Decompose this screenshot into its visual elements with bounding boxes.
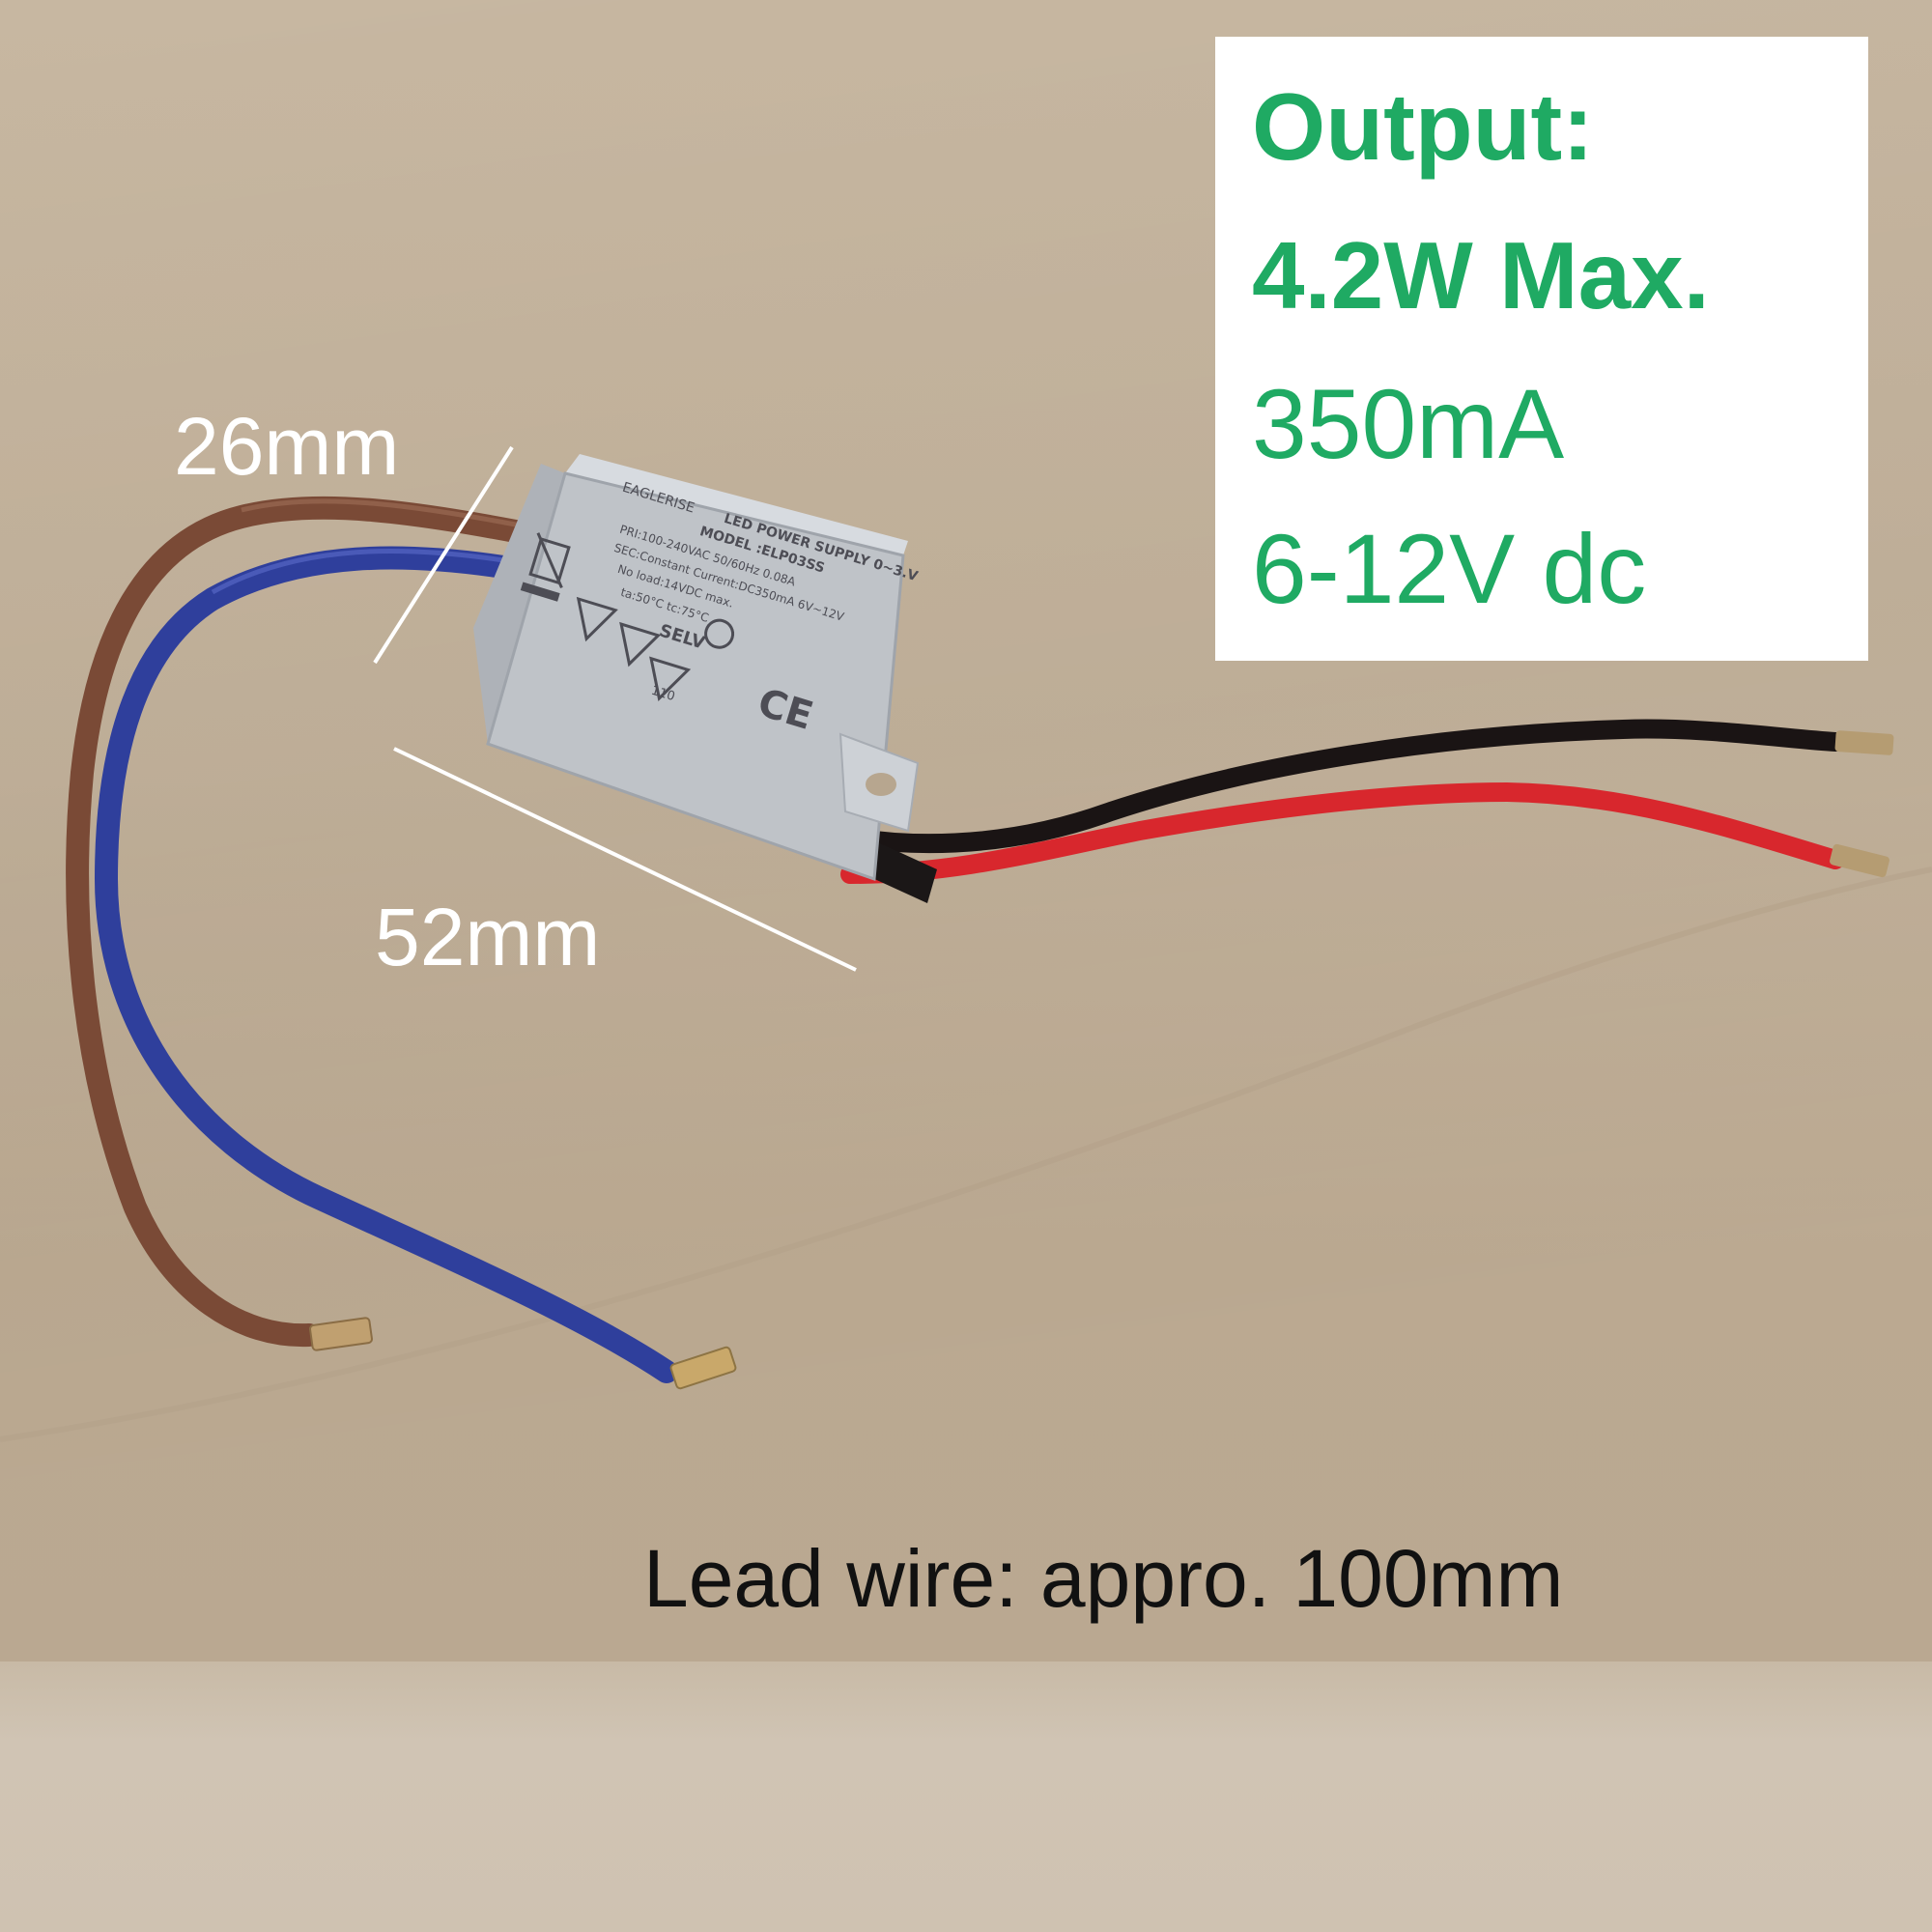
width-dimension-label: 26mm [174,401,400,492]
red-wire-tip [1830,843,1889,878]
red-wire [840,781,1845,884]
brown-wire [66,496,553,1348]
driver-casing: EAGLERISE LED POWER SUPPLY 0~3.V MODEL :… [473,454,920,882]
spec-panel: Output: 4.2W Max. 350mA 6-12V dc [1215,37,1868,661]
blue-wire-tip [669,1346,737,1390]
spec-voltage: 6-12V dc [1252,514,1647,624]
length-dimension-line [393,747,857,972]
blue-wire [94,546,678,1383]
cardboard-crease [0,867,1932,1442]
brown-wire-tip [309,1317,373,1351]
certification-icon [619,621,662,668]
weee-bin-icon [528,537,571,584]
lead-wire-caption: Lead wire: appro. 100mm [643,1533,1564,1624]
black-wire [811,719,1845,854]
lamp-icon [704,618,735,649]
width-dimension-line [373,445,514,665]
spec-heading: Output: [1252,73,1594,180]
spec-power: 4.2W Max. [1252,222,1710,328]
length-dimension-label: 52mm [375,892,601,982]
black-wire-tip [1834,730,1894,755]
certification-icon [649,656,692,701]
certification-icon [576,596,618,642]
surface-foreground [0,1662,1932,1932]
spec-current: 350mA [1252,369,1565,479]
